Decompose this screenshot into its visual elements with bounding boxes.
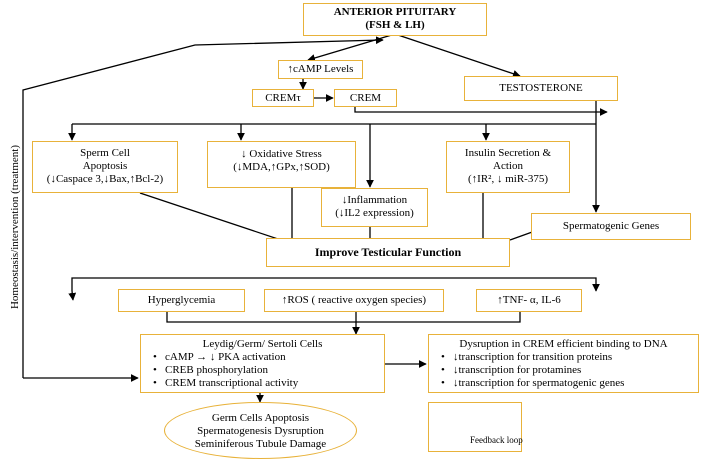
outcome-oval: Germ Cells Apoptosis Spermatogenesis Dys… xyxy=(164,402,357,459)
tnf-label: ↑TNF- α, IL-6 xyxy=(497,294,561,306)
pituitary-subtitle: (FSH & LH) xyxy=(365,19,425,31)
leydig-item: CREM transcriptional activity xyxy=(149,377,384,390)
hyperglycemia-label: Hyperglycemia xyxy=(147,294,216,306)
insulin-line3: (↑IR², ↓ miR-375) xyxy=(468,173,548,185)
outcome-line3: Seminiferous Tubule Damage xyxy=(194,438,327,450)
hyperglycemia-box: Hyperglycemia xyxy=(118,289,245,312)
pituitary-box: ANTERIOR PITUITARY (FSH & LH) xyxy=(303,3,487,36)
crem-box: CREM xyxy=(334,89,397,107)
sperm-apoptosis-line3: (↓Caspace 3,↓Bax,↑Bcl-2) xyxy=(46,173,164,185)
camp-levels-box: ↑cAMP Levels xyxy=(278,60,363,79)
sperm-apoptosis-box: Sperm Cell Apoptosis (↓Caspace 3,↓Bax,↑B… xyxy=(32,141,178,193)
dysruption-item: ↓transcription for protamines xyxy=(437,364,698,377)
testosterone-label: TESTOSTERONE xyxy=(499,82,583,94)
ros-label: ↑ROS ( reactive oxygen species) xyxy=(281,294,427,306)
dysruption-item: ↓transcription for spermatogenic genes xyxy=(437,377,698,390)
camp-levels-label: ↑cAMP Levels xyxy=(287,63,354,75)
dysruption-box: Dysruption in CREM efficient binding to … xyxy=(428,334,699,393)
spermatogenic-genes-label: Spermatogenic Genes xyxy=(562,220,660,232)
sperm-apoptosis-line2: Apoptosis xyxy=(82,160,128,172)
leydig-item: cAMP → ↓ PKA activation xyxy=(149,351,384,364)
insulin-line1: Insulin Secretion & xyxy=(464,147,552,159)
oxidative-stress-line1: ↓ Oxidative Stress xyxy=(241,148,322,160)
crem-label: CREM xyxy=(349,92,382,104)
cremt-box: CREMτ xyxy=(252,89,314,107)
insulin-line2: Action xyxy=(493,160,523,172)
homeostasis-label: Homeostasis/intervention (treatment) xyxy=(9,144,21,310)
cremt-label: CREMτ xyxy=(265,92,301,104)
feedback-legend-box xyxy=(428,402,522,452)
inflammation-line1: ↓Inflammation xyxy=(341,194,408,206)
feedback-loop-label: Feedback loop xyxy=(470,435,523,445)
spermatogenic-genes-box: Spermatogenic Genes xyxy=(531,213,691,240)
inflammation-line2: (↓IL2 expression) xyxy=(335,207,414,219)
oxidative-stress-line2: (↓MDA,↑GPx,↑SOD) xyxy=(233,161,330,173)
outcome-line1: Germ Cells Apoptosis xyxy=(211,412,310,424)
improve-testicular-label: Improve Testicular Function xyxy=(314,245,462,259)
oxidative-stress-box: ↓ Oxidative Stress (↓MDA,↑GPx,↑SOD) xyxy=(207,141,356,188)
outcome-line2: Spermatogenesis Dysruption xyxy=(197,425,324,437)
ros-box: ↑ROS ( reactive oxygen species) xyxy=(264,289,444,312)
testosterone-box: TESTOSTERONE xyxy=(464,76,618,101)
dysruption-title: Dysruption in CREM efficient binding to … xyxy=(459,338,668,350)
improve-testicular-box: Improve Testicular Function xyxy=(266,238,510,267)
insulin-box: Insulin Secretion & Action (↑IR², ↓ miR-… xyxy=(446,141,570,193)
leydig-title: Leydig/Germ/ Sertoli Cells xyxy=(202,338,323,350)
leydig-item: CREB phosphorylation xyxy=(149,364,384,377)
pituitary-title: ANTERIOR PITUITARY xyxy=(333,6,457,18)
sperm-apoptosis-line1: Sperm Cell xyxy=(80,147,130,159)
inflammation-box: ↓Inflammation (↓IL2 expression) xyxy=(321,188,428,227)
tnf-box: ↑TNF- α, IL-6 xyxy=(476,289,582,312)
dysruption-item: ↓transcription for transition proteins xyxy=(437,351,698,364)
leydig-box: Leydig/Germ/ Sertoli Cells cAMP → ↓ PKA … xyxy=(140,334,385,393)
